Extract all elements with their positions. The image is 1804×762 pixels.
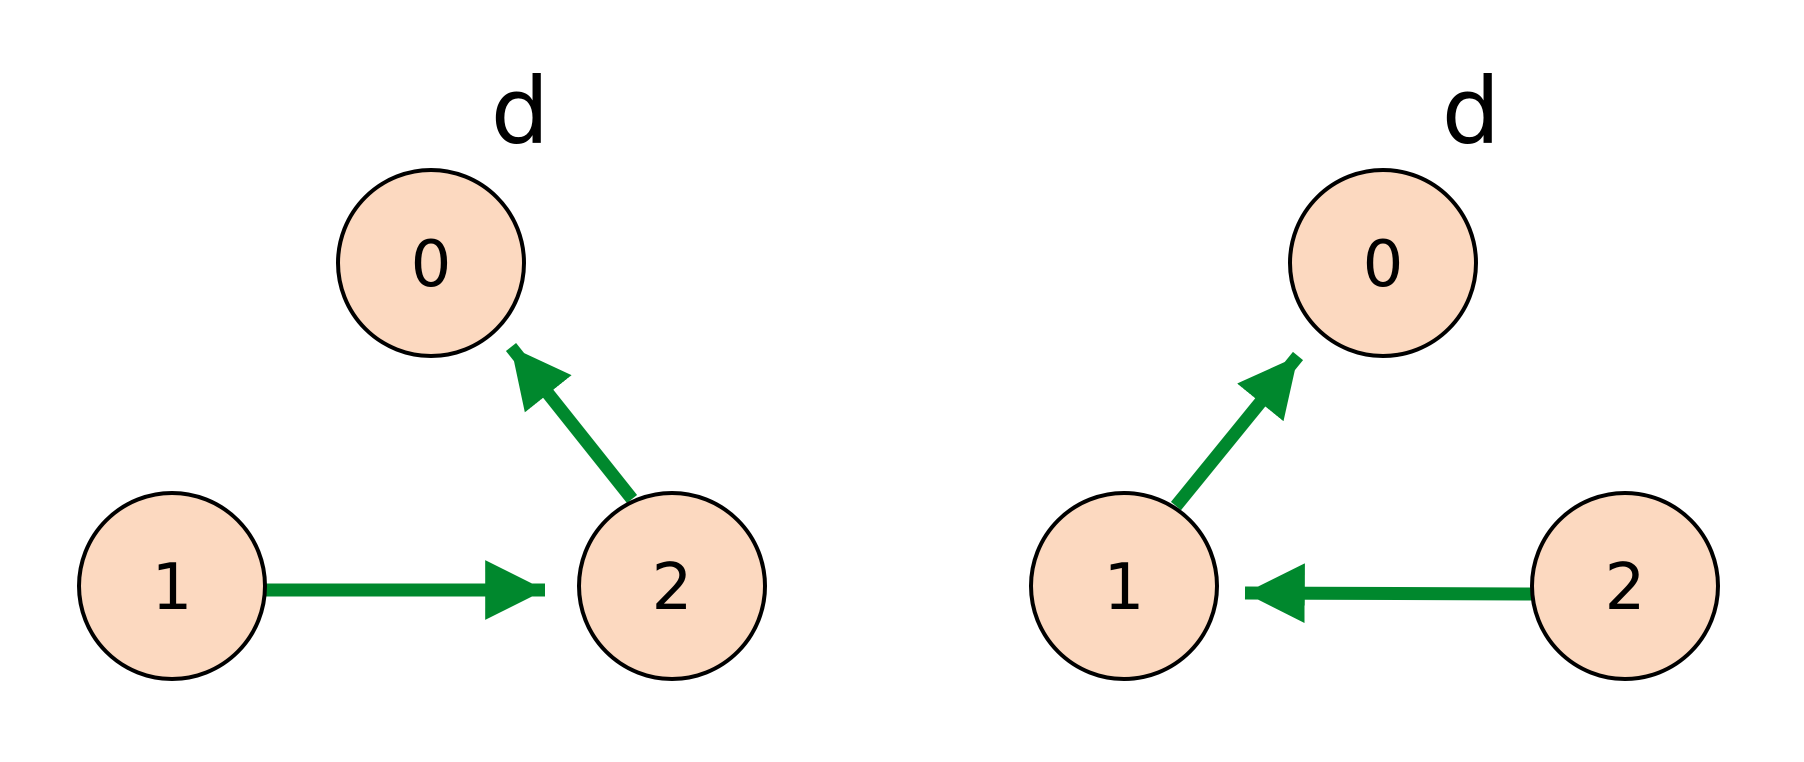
diagram-right: d 0 1 2 — [1029, 58, 1720, 681]
root-marker: d — [1442, 58, 1500, 165]
node-1: 1 — [77, 491, 267, 681]
node-label: 1 — [1104, 551, 1145, 625]
node-0: 0 — [1288, 168, 1478, 358]
edge-2-to-0 — [505, 342, 638, 504]
node-label: 1 — [152, 551, 193, 625]
edge-1-to-0 — [1170, 351, 1304, 511]
node-0: 0 — [336, 168, 526, 358]
edge-2-to-1 — [1244, 563, 1533, 624]
node-label: 0 — [411, 228, 452, 302]
node-label: 2 — [652, 551, 693, 625]
diagram-left: d 0 1 2 — [77, 58, 767, 681]
node-label: 0 — [1363, 228, 1404, 302]
node-1: 1 — [1029, 491, 1219, 681]
node-label: 2 — [1605, 551, 1646, 625]
node-2: 2 — [577, 491, 767, 681]
root-marker: d — [491, 58, 549, 165]
node-2: 2 — [1530, 491, 1720, 681]
